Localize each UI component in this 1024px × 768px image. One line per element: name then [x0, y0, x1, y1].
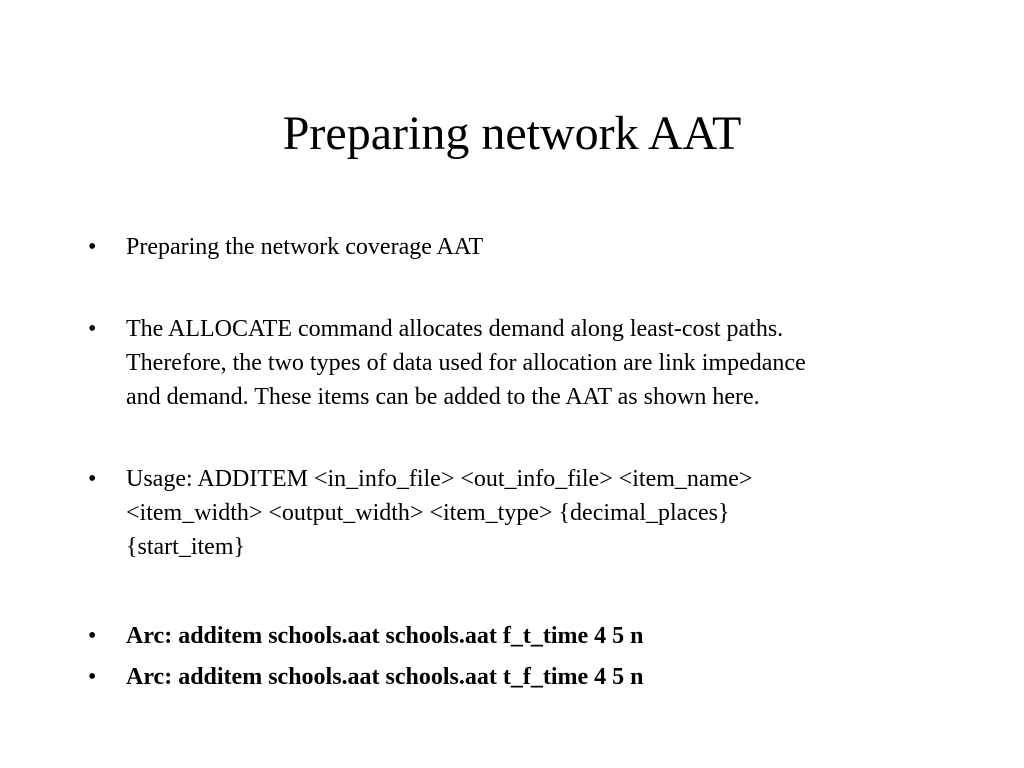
- slide-title: Preparing network AAT: [282, 107, 742, 160]
- bullet-text: Preparing the network coverage AAT: [126, 230, 946, 264]
- bullet-text: Usage: ADDITEM <in_info_file> <out_info_…: [126, 462, 946, 564]
- bullet-text: The ALLOCATE command allocates demand al…: [126, 312, 946, 414]
- bullet-line: Arc: additem schools.aat schools.aat t_f…: [126, 664, 644, 690]
- bullet-line: Therefore, the two types of data used fo…: [126, 350, 806, 376]
- bullet-marker: •: [88, 234, 97, 260]
- bullet-line: <item_width> <output_width> <item_type> …: [126, 500, 730, 526]
- bullet-marker: •: [88, 316, 97, 342]
- bullet-line: Usage: ADDITEM <in_info_file> <out_info_…: [126, 466, 753, 492]
- bullet-line: Arc: additem schools.aat schools.aat f_t…: [126, 623, 644, 649]
- bullet-line: Preparing the network coverage AAT: [126, 234, 484, 260]
- bullet-line: and demand. These items can be added to …: [126, 384, 760, 410]
- bullet-line: The ALLOCATE command allocates demand al…: [126, 316, 784, 342]
- bullet-text: Arc: additem schools.aat schools.aat t_f…: [126, 660, 946, 694]
- bullet-marker: •: [88, 466, 97, 492]
- bullet-marker: •: [88, 664, 97, 690]
- bullet-text: Arc: additem schools.aat schools.aat f_t…: [126, 619, 946, 653]
- bullet-marker: •: [88, 623, 97, 649]
- bullet-line: {start_item}: [126, 534, 246, 560]
